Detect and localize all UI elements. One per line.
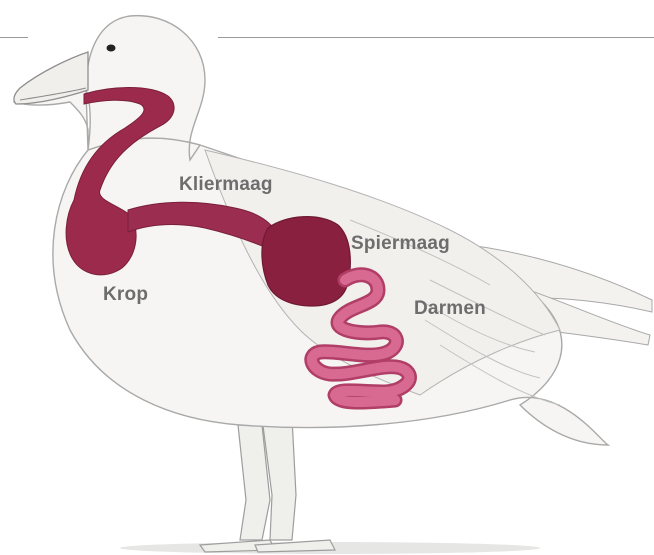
goose-eye — [107, 45, 116, 52]
goose-legs — [200, 418, 335, 552]
label-kliermaag: Kliermaag — [179, 174, 273, 196]
label-krop: Krop — [103, 284, 148, 306]
label-spiermaag: Spiermaag — [351, 233, 450, 255]
spiermaag-organ — [262, 217, 350, 306]
label-darmen: Darmen — [414, 298, 486, 320]
